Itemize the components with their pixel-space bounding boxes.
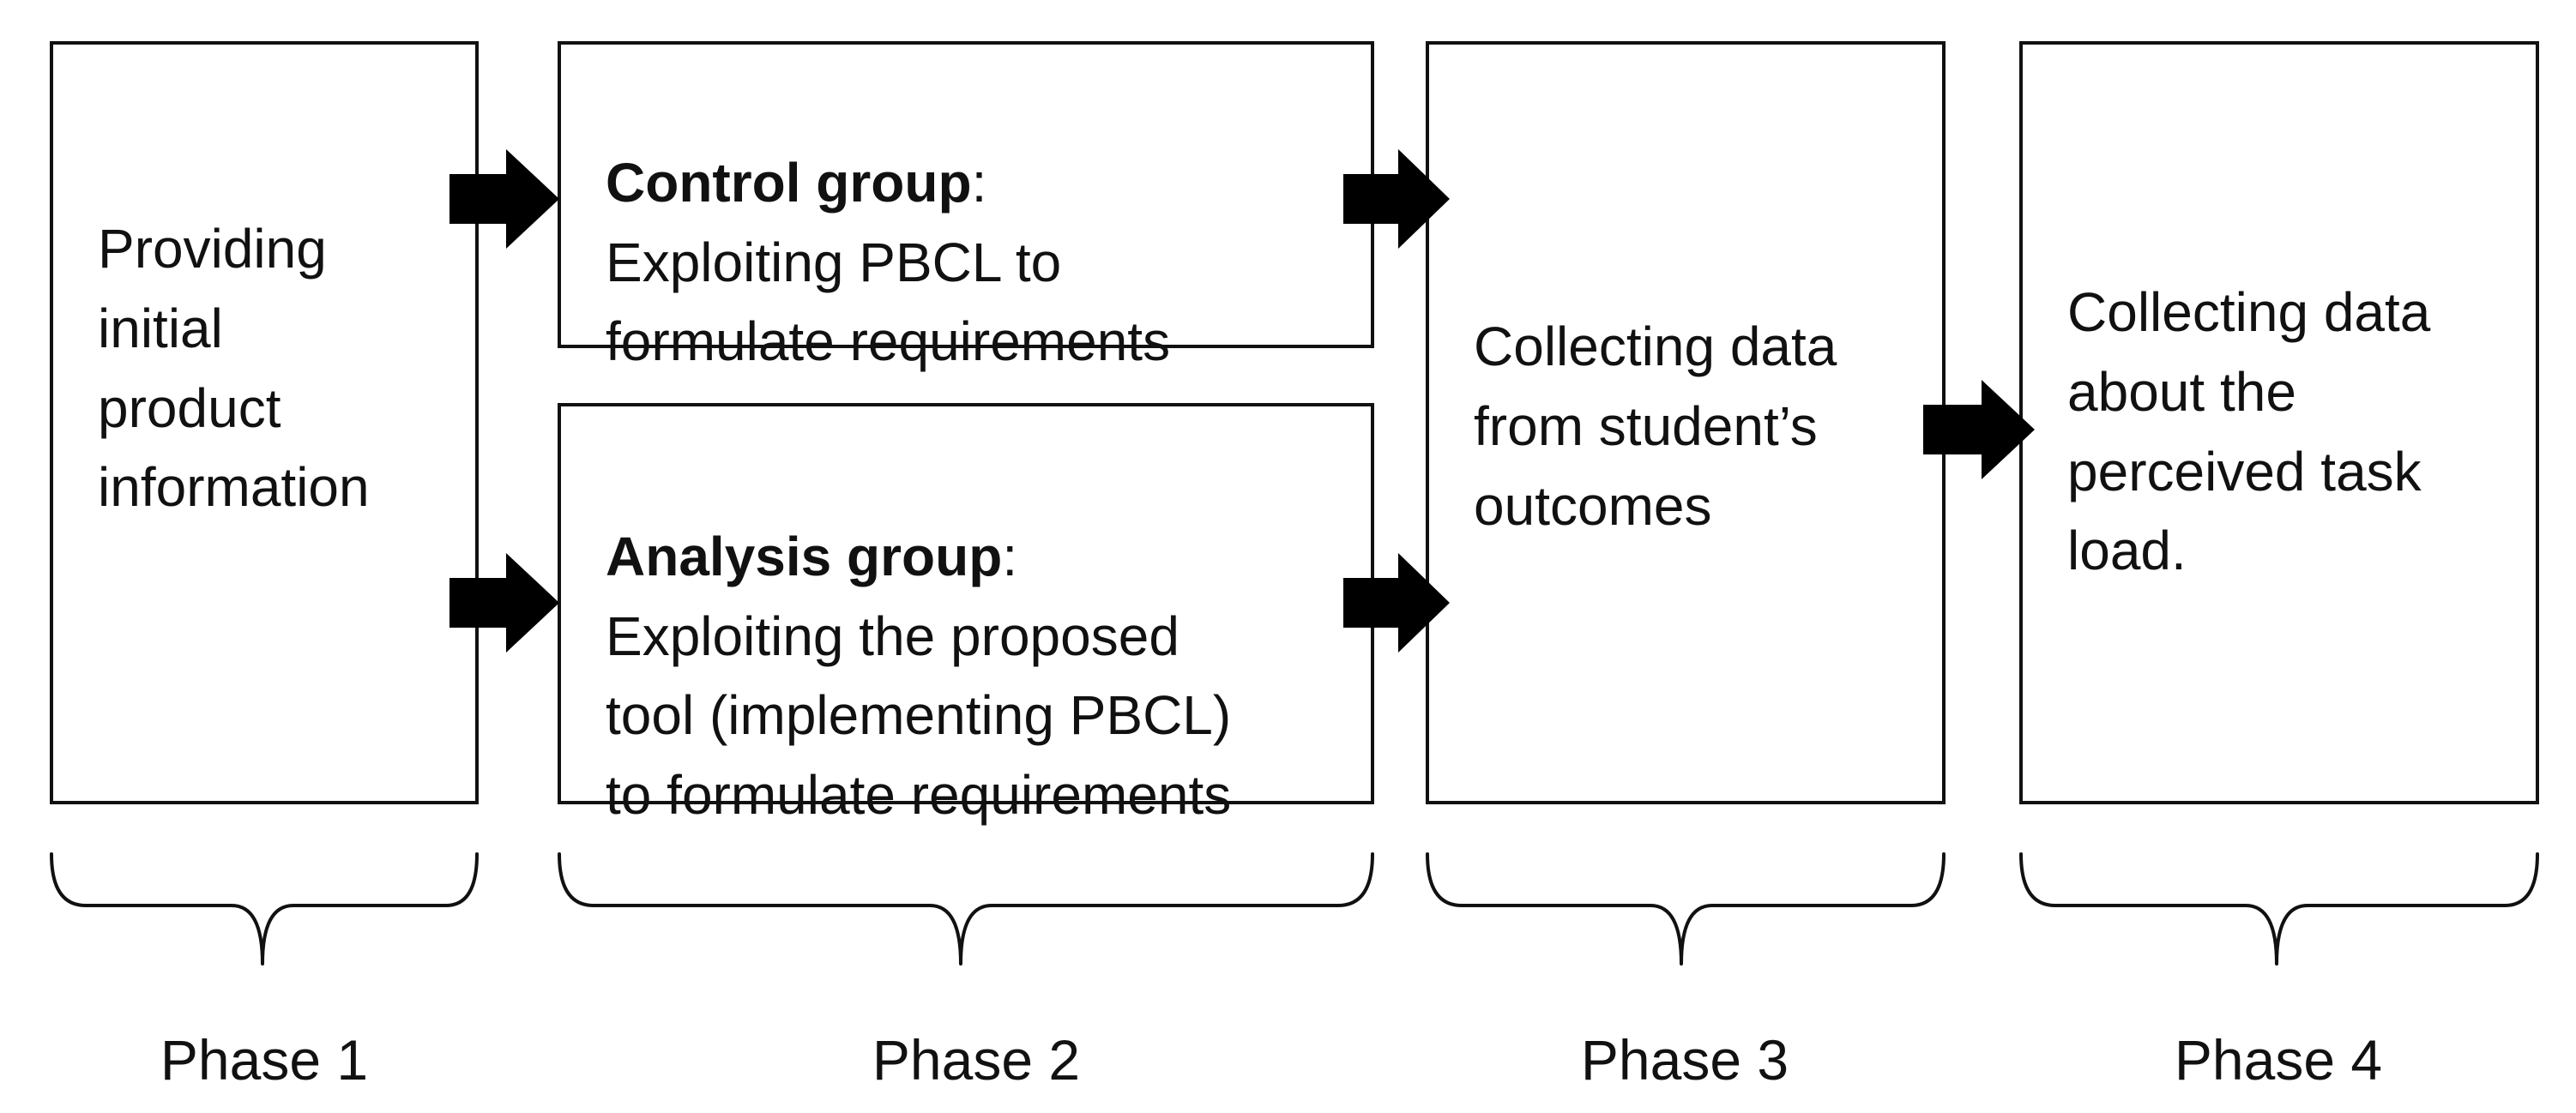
arrow-analysis-to-phase3 bbox=[1343, 553, 1450, 653]
phase3-box: Collecting data from student’s outcomes bbox=[1426, 41, 1946, 804]
analysis-group-content: Analysis group: Exploiting the proposed … bbox=[606, 437, 1231, 915]
control-group-colon: : bbox=[971, 151, 987, 214]
phase1-text: Providing initial product information bbox=[98, 218, 370, 519]
arrow-phase1-to-analysis bbox=[449, 553, 559, 653]
analysis-group-colon: : bbox=[1002, 525, 1018, 587]
phase4-brace bbox=[2019, 852, 2539, 966]
arrow-control-to-phase3 bbox=[1343, 149, 1450, 249]
phase-label-1: Phase 1 bbox=[160, 1028, 369, 1092]
phase-label-4: Phase 4 bbox=[2174, 1028, 2383, 1092]
phase3-brace bbox=[1426, 852, 1946, 966]
phase3-text: Collecting data from student’s outcomes bbox=[1474, 316, 1837, 537]
arrow-phase3-to-phase4 bbox=[1923, 380, 2035, 479]
arrow-phase1-to-control bbox=[449, 149, 559, 249]
analysis-group-text: Exploiting the proposed tool (implementi… bbox=[606, 605, 1232, 827]
phase-label-3: Phase 3 bbox=[1580, 1028, 1789, 1092]
phase1-box: Providing initial product information bbox=[50, 41, 479, 804]
control-group-title: Control group bbox=[606, 151, 972, 214]
control-group-box: Control group: Exploiting PBCL to formul… bbox=[558, 41, 1374, 372]
phase4-text: Collecting data about the perceived task… bbox=[2067, 281, 2431, 582]
analysis-group-title: Analysis group bbox=[606, 525, 1003, 587]
control-group-content: Control group: Exploiting PBCL to formul… bbox=[606, 63, 1170, 461]
phase1-brace bbox=[50, 852, 479, 966]
phase-label-2: Phase 2 bbox=[872, 1028, 1081, 1092]
analysis-group-box: Analysis group: Exploiting the proposed … bbox=[558, 403, 1374, 826]
control-group-text: Exploiting PBCL to formulate requirement… bbox=[606, 231, 1171, 373]
phase2-brace bbox=[558, 852, 1374, 966]
phase4-box: Collecting data about the perceived task… bbox=[2019, 41, 2539, 804]
